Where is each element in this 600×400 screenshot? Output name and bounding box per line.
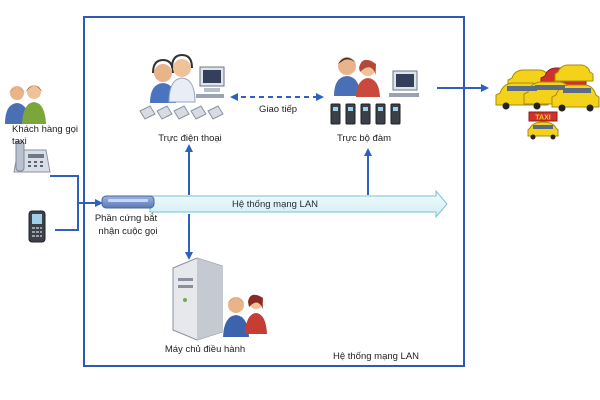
taxi-fleet-icon: TAXI — [495, 64, 600, 140]
frame-label: Hệ thống mạng LAN — [332, 351, 420, 362]
server-label: Máy chủ điều hành — [164, 344, 246, 355]
lan-arrow-label: Hệ thống mạng LAN — [232, 199, 318, 210]
hardware-label-line2: nhận cuộc gọi — [98, 226, 158, 237]
customer-label: Khách hàng gọi taxi — [12, 124, 79, 147]
call-capture-device-icon — [101, 195, 155, 209]
communication-label: Giao tiếp — [259, 104, 297, 115]
customer-people-icon — [5, 85, 46, 124]
radio-operator-label: Trực bộ đàm — [336, 133, 392, 144]
lan-arrow — [149, 189, 448, 219]
system-frame — [83, 16, 465, 367]
radio-operators-icon — [330, 57, 419, 125]
call-center-operators-icon — [139, 53, 225, 120]
mobile-phone-icon — [28, 210, 46, 243]
phone-operator-label: Trực điện thoại — [158, 133, 222, 144]
phone-connectors — [50, 175, 103, 231]
desk-phone-icon — [13, 140, 51, 173]
server-icon — [172, 257, 267, 341]
hardware-label-line1: Phần cứng bắt — [94, 213, 158, 224]
taxi-sign-text: TAXI — [535, 115, 550, 122]
